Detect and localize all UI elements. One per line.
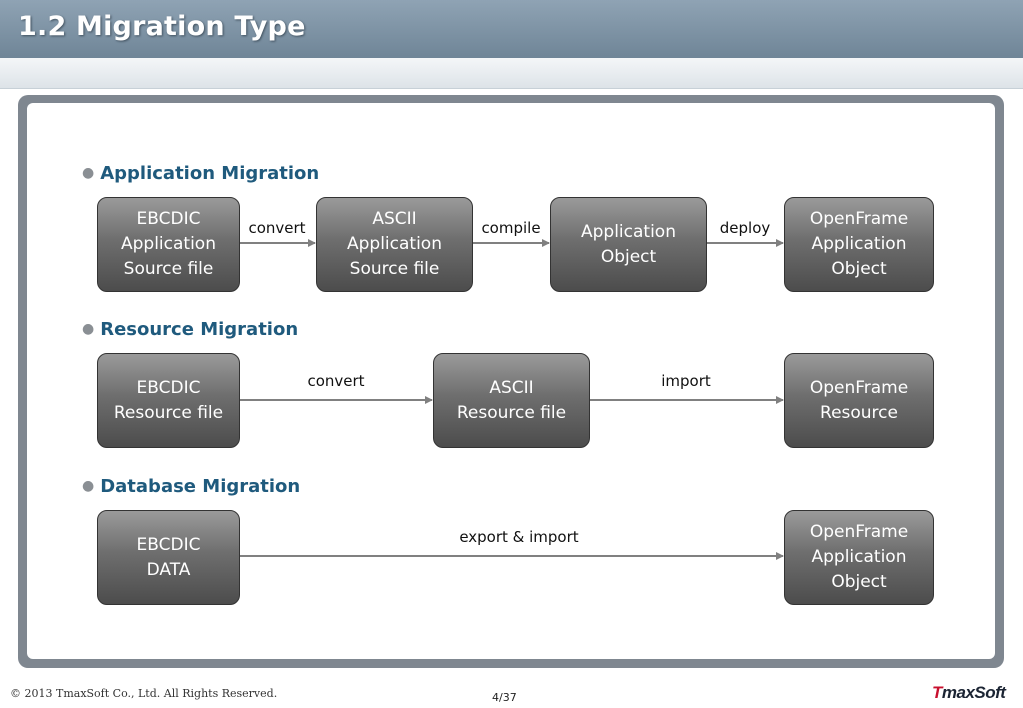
box-application-object: Application Object — [550, 197, 707, 292]
page-title: 1.2 Migration Type — [18, 11, 306, 42]
arrow-label-convert: convert — [307, 372, 365, 390]
logo-text: maxSoft — [941, 683, 1006, 702]
title-bar: 1.2 Migration Type — [0, 0, 1023, 58]
section-title-resource: ● Resource Migration — [82, 319, 298, 340]
box-openframe-app-object-db: OpenFrame Application Object — [784, 510, 934, 605]
arrow-label-deploy: deploy — [719, 219, 771, 237]
box-label: ASCII Resource file — [456, 377, 567, 423]
box-openframe-resource: OpenFrame Resource — [784, 353, 934, 448]
box-label: OpenFrame Application Object — [809, 522, 909, 592]
arrow-label-convert: convert — [248, 219, 306, 237]
box-ascii-resource: ASCII Resource file — [433, 353, 590, 448]
tmaxsoft-logo: TmaxSoft — [932, 683, 1006, 703]
section-title-text: Application Migration — [100, 163, 320, 184]
section-title-text: Resource Migration — [100, 319, 299, 340]
section-title-database: ● Database Migration — [82, 476, 300, 497]
arrow-label-import: import — [661, 372, 711, 390]
bullet-icon: ● — [82, 165, 95, 181]
section-title-application: ● Application Migration — [82, 163, 319, 184]
box-label: OpenFrame Resource — [809, 377, 909, 423]
arrow-label-export-import: export & import — [459, 528, 579, 546]
page-number: 4/37 — [492, 691, 517, 704]
sub-header-bar — [0, 58, 1023, 89]
box-ebcdic-app-source: EBCDIC Application Source file — [97, 197, 240, 292]
box-label: EBCDIC DATA — [136, 534, 201, 580]
bullet-icon: ● — [82, 478, 95, 494]
box-label: ASCII Application Source file — [347, 209, 442, 279]
box-label: EBCDIC Resource file — [113, 377, 224, 423]
arrow-label-compile: compile — [481, 219, 541, 237]
section-title-text: Database Migration — [100, 476, 301, 497]
box-ebcdic-data: EBCDIC DATA — [97, 510, 240, 605]
box-openframe-app-object: OpenFrame Application Object — [784, 197, 934, 292]
bullet-icon: ● — [82, 321, 95, 337]
box-label: Application Object — [581, 221, 676, 267]
box-label: OpenFrame Application Object — [809, 209, 909, 279]
copyright-text: © 2013 TmaxSoft Co., Ltd. All Rights Res… — [10, 687, 278, 700]
logo-mark: T — [932, 683, 942, 702]
box-label: EBCDIC Application Source file — [121, 209, 216, 279]
box-ebcdic-resource: EBCDIC Resource file — [97, 353, 240, 448]
box-ascii-app-source: ASCII Application Source file — [316, 197, 473, 292]
